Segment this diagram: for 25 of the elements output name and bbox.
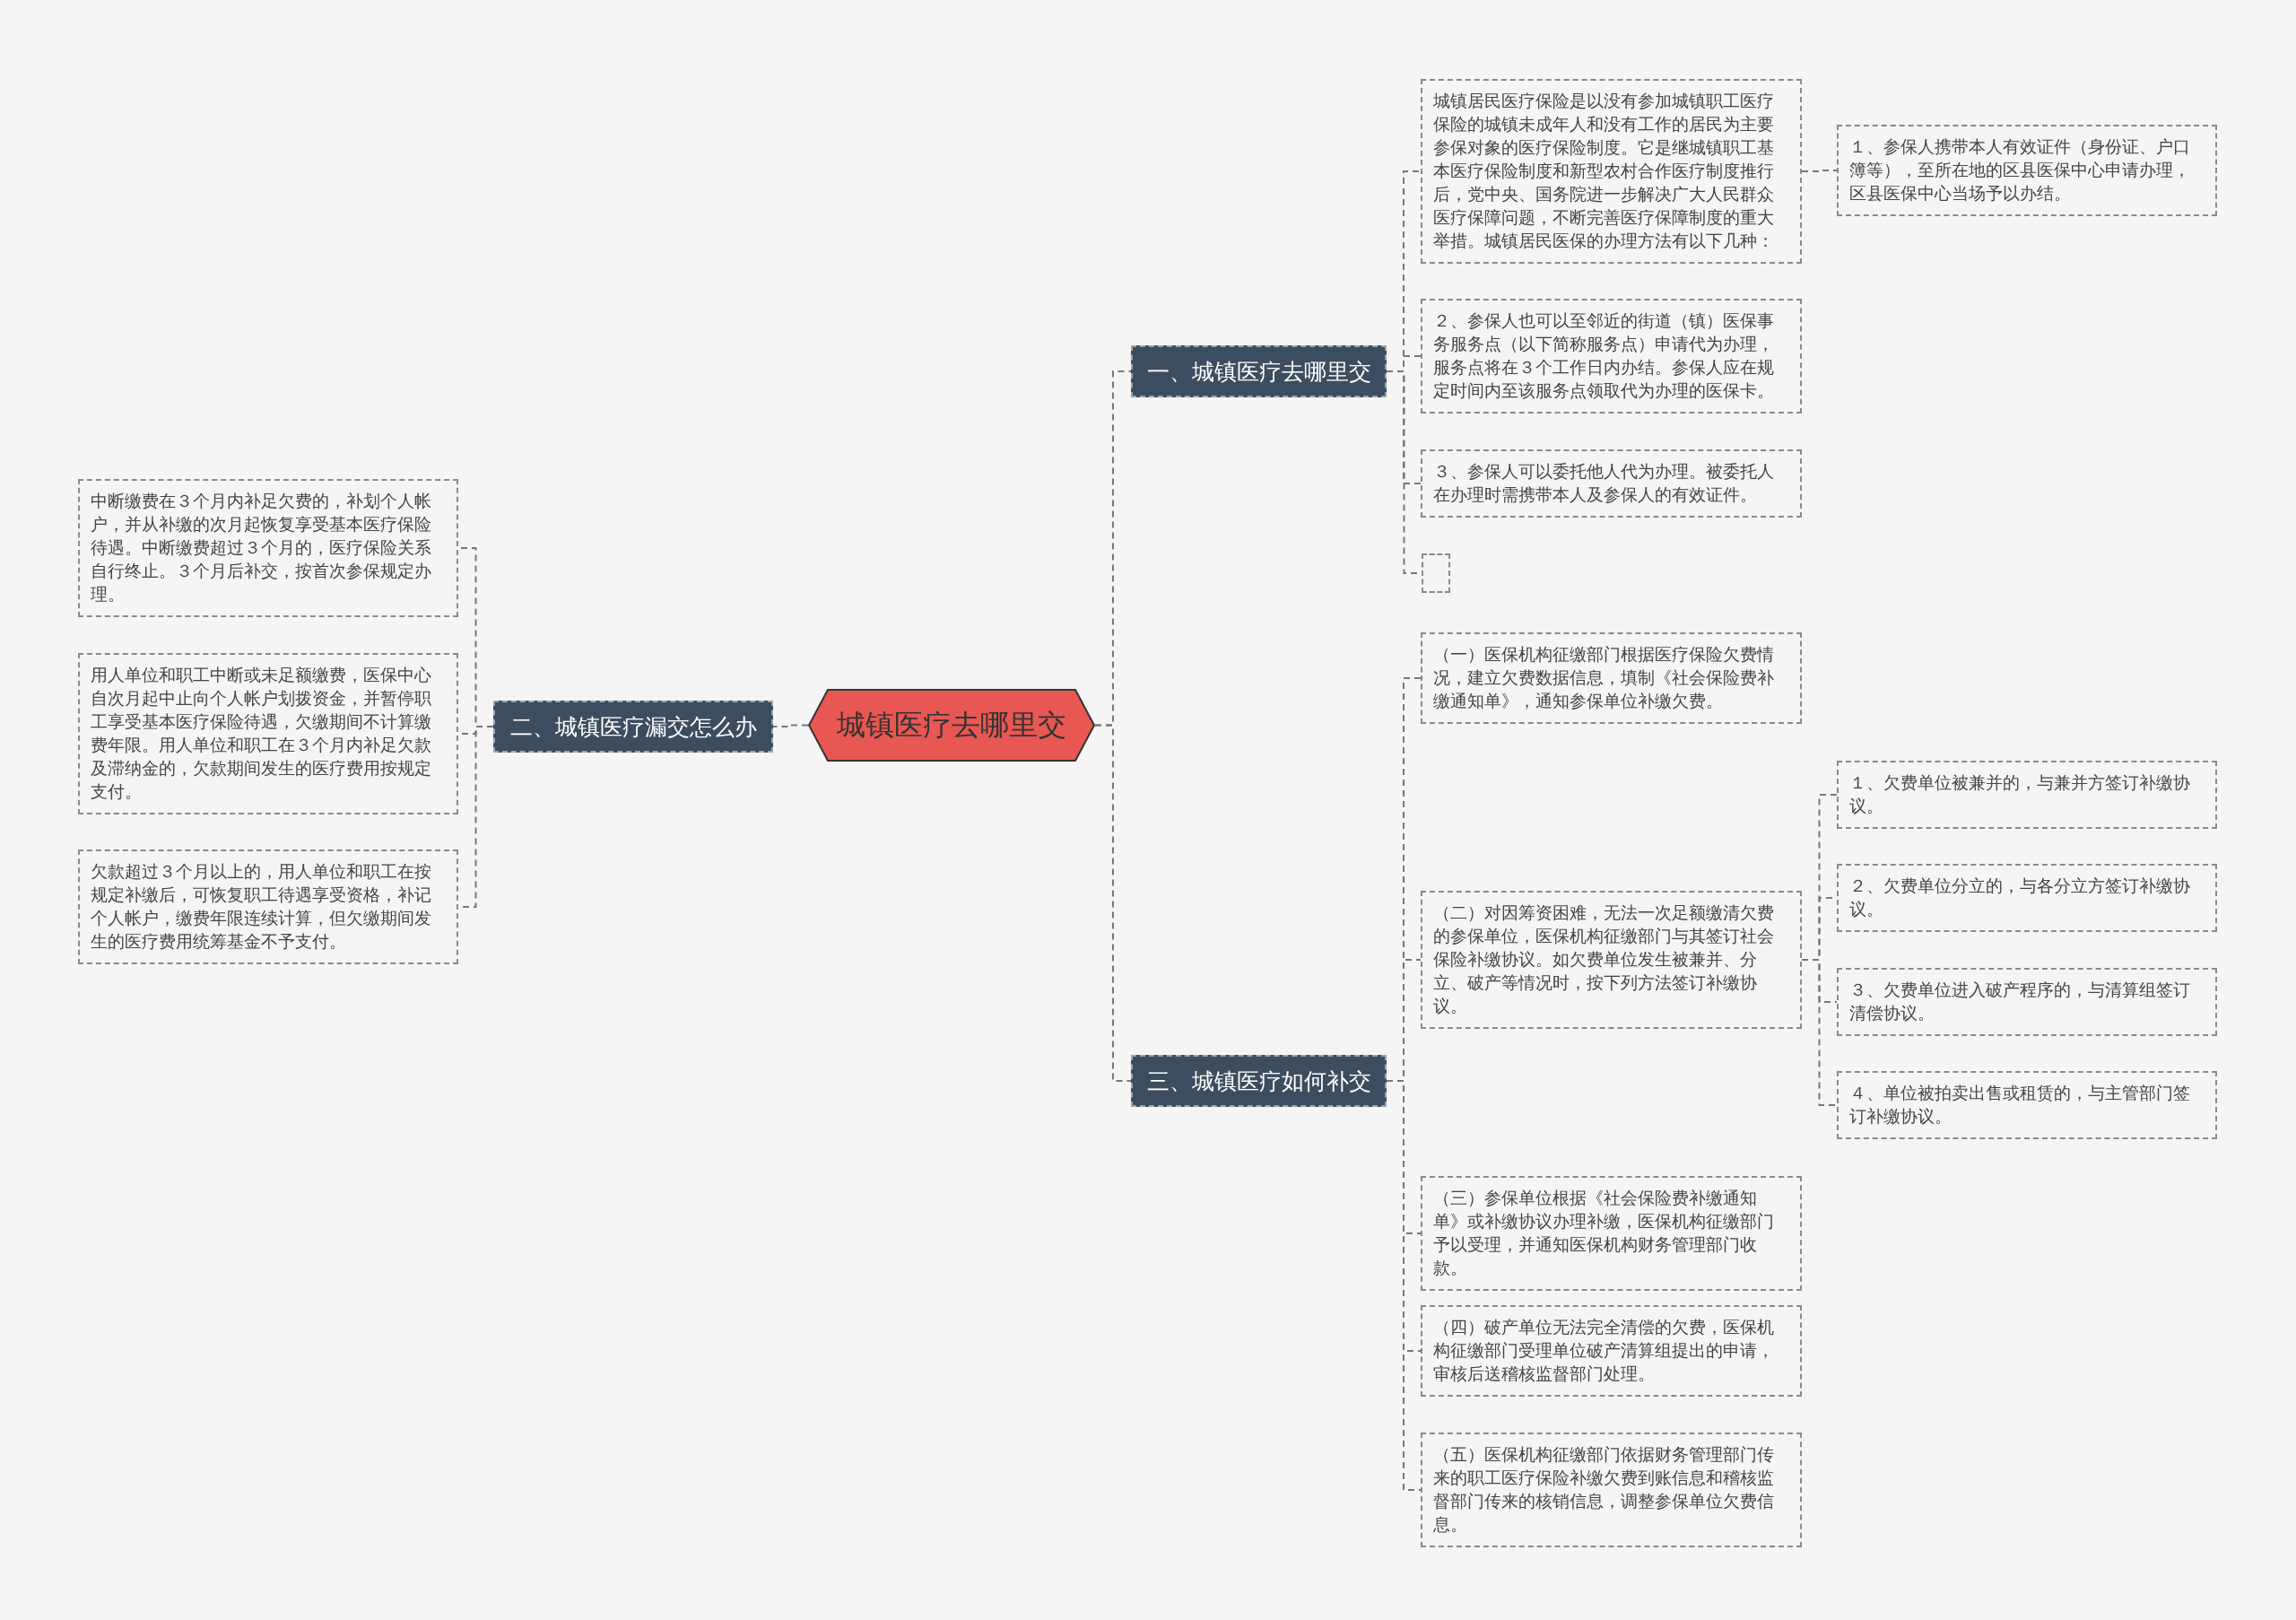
note-box: ２、欠费单位分立的，与各分立方签订补缴协议。 bbox=[1837, 864, 2217, 932]
note-box: ２、参保人也可以至邻近的街道（镇）医保事务服务点（以下简称服务点）申请代为办理，服务点将在３个工作日内办结。参保人应在规定时间内至该服务点领取代为办理的医保卡。 bbox=[1421, 299, 1802, 414]
empty-box bbox=[1422, 553, 1450, 593]
note-box: １、欠费单位被兼并的，与兼并方签订补缴协议。 bbox=[1837, 761, 2217, 829]
note-box: （一）医保机构征缴部门根据医疗保险欠费情况，建立欠费数据信息，填制《社会保险费补缴通知单》，通知参保单位补缴欠费。 bbox=[1421, 632, 1802, 724]
branch-topic: 三、城镇医疗如何补交 bbox=[1131, 1055, 1387, 1107]
connector-line bbox=[1801, 170, 1838, 172]
note-box: （二）对因筹资困难，无法一次足额缴清欠费的参保单位，医保机构征缴部门与其签订社会保险补缴协议。如欠费单位发生被兼并、分立、破产等情况时，按下列方法签订补缴协议。 bbox=[1421, 891, 1802, 1029]
connector-line bbox=[1094, 724, 1132, 1082]
central-topic-hexagon: 城镇医疗去哪里交 bbox=[808, 689, 1095, 762]
note-box: （四）破产单位无法完全清偿的欠费，医保机构征缴部门受理单位破产清算组提出的申请，审核后送稽核监督部门处理。 bbox=[1421, 1305, 1802, 1397]
connector-line bbox=[772, 724, 809, 727]
note-box: 城镇居民医疗保险是以没有参加城镇职工医疗保险的城镇未成年人和没有工作的居民为主要参保对象的医疗保险制度。它是继城镇职工基本医疗保险制度和新型农村合作医疗制度推行后，党中央、国务院进一步解决广大人民群众医疗保障问题，不断完善医疗保障制度的重大举措。城镇居民医保的办理方法有以下几种： bbox=[1421, 79, 1802, 264]
note-box: ４、单位被拍卖出售或租赁的，与主管部门签订补缴协议。 bbox=[1837, 1071, 2217, 1139]
branch-topic: 一、城镇医疗去哪里交 bbox=[1131, 345, 1387, 397]
connector-line bbox=[1801, 959, 1838, 1106]
note-box: ３、欠费单位进入破产程序的，与清算组签订清偿协议。 bbox=[1837, 968, 2217, 1036]
branch-topic: 二、城镇医疗漏交怎么办 bbox=[493, 701, 773, 753]
note-box: １、参保人携带本人有效证件（身份证、户口簿等），至所在地的区县医保中心申请办理，区县医保中心当场予以办结。 bbox=[1837, 125, 2217, 216]
note-box: 用人单位和职工中断或未足额缴费，医保中心自次月起中止向个人帐户划拨资金，并暂停职工享受基本医疗保险待遇，欠缴期间不计算缴费年限。用人单位和职工在３个月内补足欠款及滞纳金的，欠款期间发生的医疗费用按规定支付。 bbox=[78, 653, 458, 814]
note-box: 中断缴费在３个月内补足欠费的，补划个人帐户，并从补缴的次月起恢复享受基本医疗保险待遇。中断缴费超过３个月的，医疗保险关系自行终止。３个月后补交，按首次参保规定办理。 bbox=[78, 479, 458, 617]
note-box: 欠款超过３个月以上的，用人单位和职工在按规定补缴后，可恢复职工待遇享受资格，补记个人帐户，缴费年限连续计算，但欠缴期间发生的医疗费用统筹基金不予支付。 bbox=[78, 849, 458, 964]
note-box: （五）医保机构征缴部门依据财务管理部门传来的职工医疗保险补缴欠费到账信息和稽核监督部门传来的核销信息，调整参保单位欠费信息。 bbox=[1421, 1433, 1802, 1547]
note-box: ３、参保人可以委托他人代为办理。被委托人在办理时需携带本人及参保人的有效证件。 bbox=[1421, 449, 1802, 518]
note-box: （三）参保单位根据《社会保险费补缴通知单》或补缴协议办理补缴，医保机构征缴部门予以受理，并通知医保机构财务管理部门收款。 bbox=[1421, 1176, 1802, 1291]
